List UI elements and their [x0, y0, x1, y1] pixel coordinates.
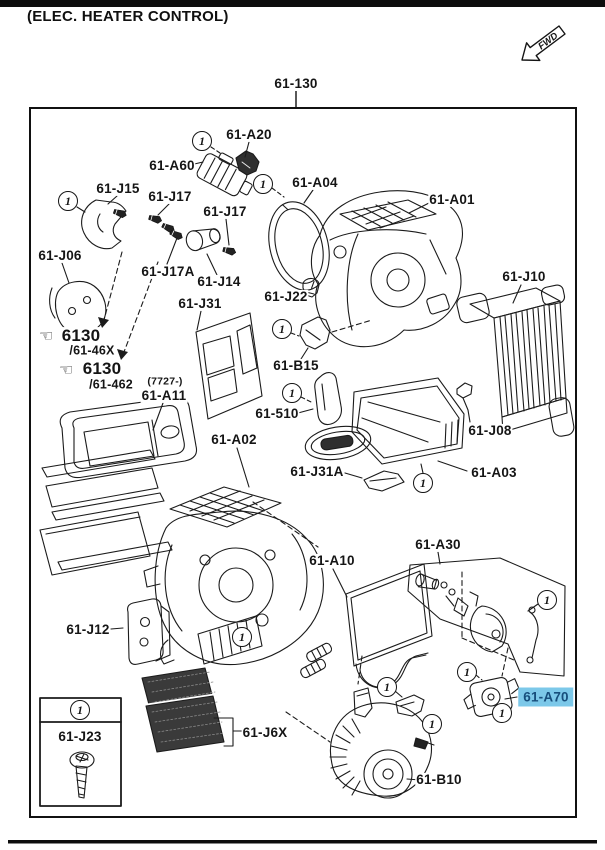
qty-callout: 1 — [192, 131, 212, 151]
group-ref-6130-a[interactable]: 6130 — [60, 326, 102, 346]
part-drawing-drain-dish — [304, 425, 372, 461]
part-drawing-insulator-pads — [39, 449, 173, 576]
assembly-ref-label[interactable]: 61-130 — [273, 75, 319, 92]
part-label-61-j6x[interactable]: 61-J6X — [241, 724, 289, 741]
part-drawing-61-a30 — [407, 557, 566, 677]
part-label-61-a01[interactable]: 61-A01 — [428, 191, 476, 208]
part-label-61-j08[interactable]: 61-J08 — [467, 422, 513, 439]
part-label-61-j14[interactable]: 61-J14 — [196, 273, 242, 290]
pointing-hand-icon: ☜ — [58, 360, 74, 379]
qty-callout: 1 — [58, 191, 78, 211]
group-subref-61-46x[interactable]: /61-46X — [68, 343, 116, 358]
part-drawing-61-a11 — [59, 396, 198, 479]
part-label-61-a30[interactable]: 61-A30 — [414, 536, 462, 553]
qty-callout: 1 — [253, 174, 273, 194]
reference-arrows — [98, 251, 159, 360]
part-drawing-61-j12 — [127, 598, 171, 665]
part-label-61-a02[interactable]: 61-A02 — [210, 431, 258, 448]
qty-callout: 1 — [377, 677, 397, 697]
legend-qty-callout: 1 — [70, 700, 90, 720]
part-label-61-b15[interactable]: 61-B15 — [272, 357, 320, 374]
qty-callout: 1 — [413, 473, 433, 493]
part-label-61-a60[interactable]: 61-A60 — [148, 157, 196, 174]
part-drawing-61-a01 — [310, 190, 464, 348]
part-drawing-61-j10 — [456, 284, 575, 437]
part-label-61-j31a[interactable]: 61-J31A — [289, 463, 345, 480]
part-drawing-small-brackets — [353, 687, 425, 718]
qty-callout: 1 — [492, 703, 512, 723]
part-drawing-61-j15 — [81, 199, 127, 250]
legend-part-label-61-j23[interactable]: 61-J23 — [57, 728, 103, 745]
part-label-61-j10[interactable]: 61-J10 — [501, 268, 547, 285]
qty-callout: 1 — [537, 590, 557, 610]
part-label-61-510[interactable]: 61-510 — [254, 405, 300, 422]
part-drawing-61-j6x — [141, 667, 244, 755]
fwd-arrow-icon: FWD — [521, 25, 566, 62]
part-label-61-a20[interactable]: 61-A20 — [225, 126, 273, 143]
highlighted-part-label-61-a70[interactable]: 61-A70 — [518, 687, 574, 707]
date-range-label: (7727-) — [146, 375, 184, 388]
qty-callout: 1 — [282, 383, 302, 403]
part-label-61-j06[interactable]: 61-J06 — [37, 247, 83, 264]
part-drawing-61-a03 — [351, 377, 465, 465]
part-label-61-j17-top[interactable]: 61-J17 — [147, 188, 193, 205]
qty-callout: 1 — [457, 662, 477, 682]
part-label-61-j17a[interactable]: 61-J17A — [140, 263, 196, 280]
part-drawing-61-j08 — [456, 382, 473, 423]
group-subref-61-462[interactable]: /61-462 — [88, 377, 134, 392]
qty-callout: 1 — [272, 319, 292, 339]
part-drawing-61-510 — [314, 372, 342, 426]
part-label-61-a11[interactable]: 61-A11 — [140, 387, 188, 404]
part-drawing-61-j31 — [195, 312, 263, 420]
qty-callout: 1 — [232, 627, 252, 647]
part-drawing-61-b10 — [329, 702, 435, 799]
part-label-61-a04[interactable]: 61-A04 — [291, 174, 339, 191]
part-label-61-a03[interactable]: 61-A03 — [470, 464, 518, 481]
part-drawing-61-j31a — [363, 470, 405, 492]
part-drawing-61-a04 — [268, 201, 330, 291]
part-label-61-a10[interactable]: 61-A10 — [308, 552, 356, 569]
legend-box — [39, 697, 122, 807]
fwd-arrow-label: FWD — [536, 30, 560, 52]
page-title: (ELEC. HEATER CONTROL) — [27, 8, 229, 25]
part-drawing-61-j14 — [185, 228, 221, 252]
part-label-61-j31[interactable]: 61-J31 — [177, 295, 223, 312]
part-label-61-j15[interactable]: 61-J15 — [95, 180, 141, 197]
pointing-hand-icon: ☜ — [38, 326, 54, 345]
qty-callout: 1 — [422, 714, 442, 734]
group-ref-6130-b[interactable]: 6130 — [81, 359, 123, 379]
part-label-61-j17-right[interactable]: 61-J17 — [202, 203, 248, 220]
part-drawing-61-b15 — [299, 316, 331, 350]
screw-icon — [69, 751, 95, 799]
part-drawing-61-a20 — [235, 150, 260, 176]
part-label-61-j22[interactable]: 61-J22 — [263, 288, 309, 305]
part-drawing-61-a60 — [196, 152, 253, 197]
part-label-61-j12[interactable]: 61-J12 — [65, 621, 111, 638]
part-label-61-b10[interactable]: 61-B10 — [415, 771, 463, 788]
part-drawing-61-a10 — [300, 563, 433, 689]
